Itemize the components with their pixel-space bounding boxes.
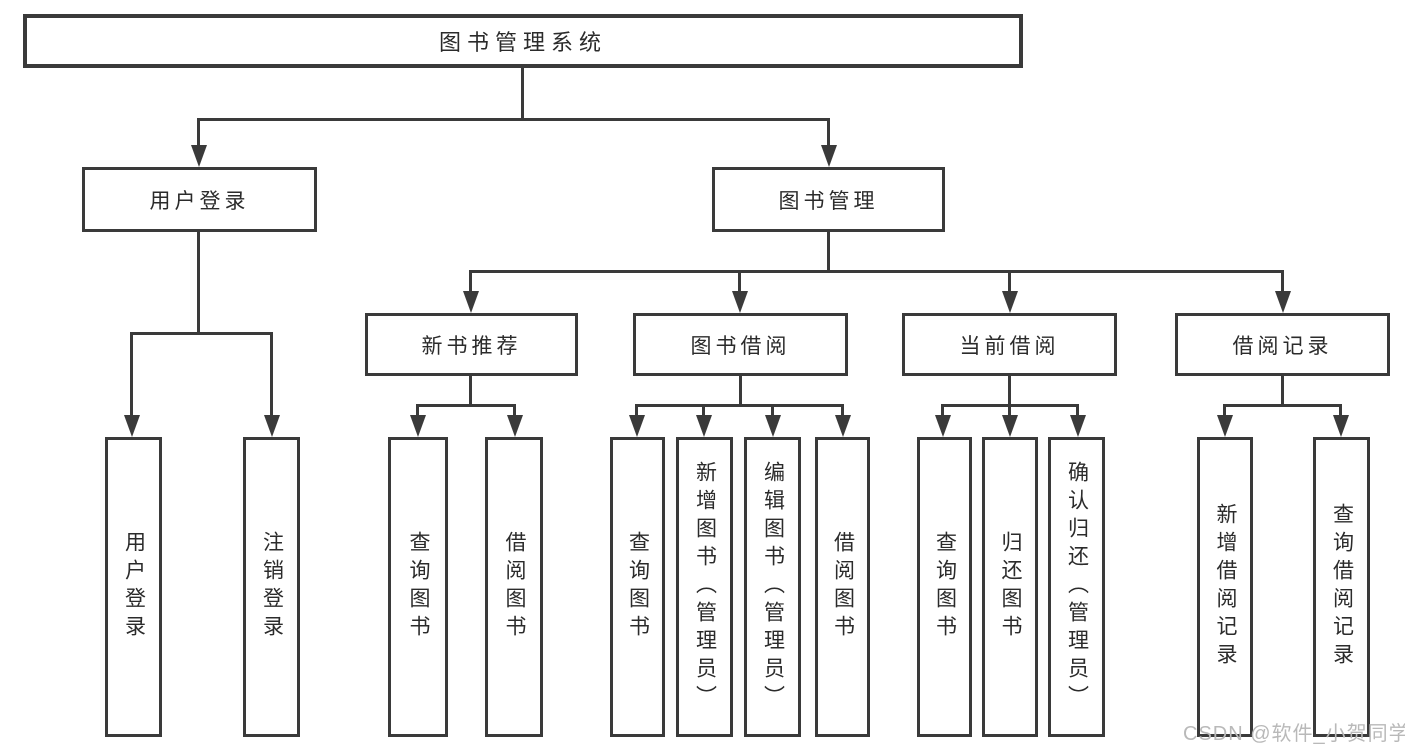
node-borrowing-records: 借阅记录 <box>1175 313 1390 376</box>
connector-vline <box>841 404 844 417</box>
arrow-down-icon <box>732 291 748 313</box>
connector-vline <box>130 332 133 417</box>
leaf-bb-edit-books-admin: 编辑图书（管理员） <box>744 437 801 737</box>
leaf-bb-query-books: 查询图书 <box>610 437 665 737</box>
connector-vline <box>270 332 273 417</box>
arrow-down-icon <box>765 415 781 437</box>
watermark: CSDN @软件_小贺同学 <box>1183 723 1405 745</box>
connector-vline <box>739 376 742 407</box>
connector-vline <box>197 118 200 147</box>
connector-vline <box>635 404 638 417</box>
connector-vline <box>1281 270 1284 293</box>
connector-vline <box>521 68 524 121</box>
leaf-logout: 注销登录 <box>243 437 300 737</box>
connector-hline <box>1223 404 1342 407</box>
connector-hline <box>941 404 1079 407</box>
connector-vline <box>827 118 830 147</box>
leaf-bb-add-books-admin: 新增图书（管理员） <box>676 437 733 737</box>
leaf-br-add-record: 新增借阅记录 <box>1197 437 1253 737</box>
leaf-cb-query-books: 查询图书 <box>917 437 972 737</box>
arrow-down-icon <box>507 415 523 437</box>
node-new-book-recommendation: 新书推荐 <box>365 313 578 376</box>
arrow-down-icon <box>1070 415 1086 437</box>
arrow-down-icon <box>191 145 207 167</box>
leaf-cb-return-books: 归还图书 <box>982 437 1038 737</box>
connector-vline <box>197 232 200 335</box>
arrow-down-icon <box>1275 291 1291 313</box>
connector-vline <box>513 404 516 417</box>
leaf-br-query-record: 查询借阅记录 <box>1313 437 1370 737</box>
node-current-borrowing: 当前借阅 <box>902 313 1117 376</box>
arrow-down-icon <box>124 415 140 437</box>
connector-vline <box>1223 404 1226 417</box>
leaf-nbr-query-books: 查询图书 <box>388 437 448 737</box>
connector-hline <box>469 270 1284 273</box>
connector-vline <box>1008 270 1011 293</box>
leaf-cb-confirm-return-admin: 确认归还（管理员） <box>1048 437 1105 737</box>
connector-vline <box>1008 376 1011 407</box>
arrow-down-icon <box>629 415 645 437</box>
connector-vline <box>702 404 705 417</box>
connector-vline <box>469 270 472 293</box>
connector-hline <box>635 404 844 407</box>
connector-vline <box>941 404 944 417</box>
node-root-library-system: 图书管理系统 <box>23 14 1023 68</box>
connector-vline <box>1339 404 1342 417</box>
leaf-bb-borrow-books: 借阅图书 <box>815 437 870 737</box>
arrow-down-icon <box>935 415 951 437</box>
leaf-user-login: 用户登录 <box>105 437 162 737</box>
connector-hline <box>130 332 273 335</box>
leaf-nbr-borrow-books: 借阅图书 <box>485 437 543 737</box>
connector-vline <box>1008 404 1011 417</box>
connector-hline <box>197 118 830 121</box>
arrow-down-icon <box>463 291 479 313</box>
connector-hline <box>416 404 516 407</box>
arrow-down-icon <box>1217 415 1233 437</box>
connector-vline <box>771 404 774 417</box>
arrow-down-icon <box>821 145 837 167</box>
connector-vline <box>416 404 419 417</box>
connector-vline <box>1281 376 1284 407</box>
arrow-down-icon <box>1002 291 1018 313</box>
node-book-borrowing: 图书借阅 <box>633 313 848 376</box>
arrow-down-icon <box>1333 415 1349 437</box>
arrow-down-icon <box>696 415 712 437</box>
node-user-login: 用户登录 <box>82 167 317 232</box>
node-book-management: 图书管理 <box>712 167 945 232</box>
connector-vline <box>738 270 741 293</box>
arrow-down-icon <box>410 415 426 437</box>
connector-vline <box>469 376 472 407</box>
arrow-down-icon <box>835 415 851 437</box>
connector-vline <box>827 232 830 273</box>
arrow-down-icon <box>1002 415 1018 437</box>
arrow-down-icon <box>264 415 280 437</box>
connector-vline <box>1076 404 1079 417</box>
